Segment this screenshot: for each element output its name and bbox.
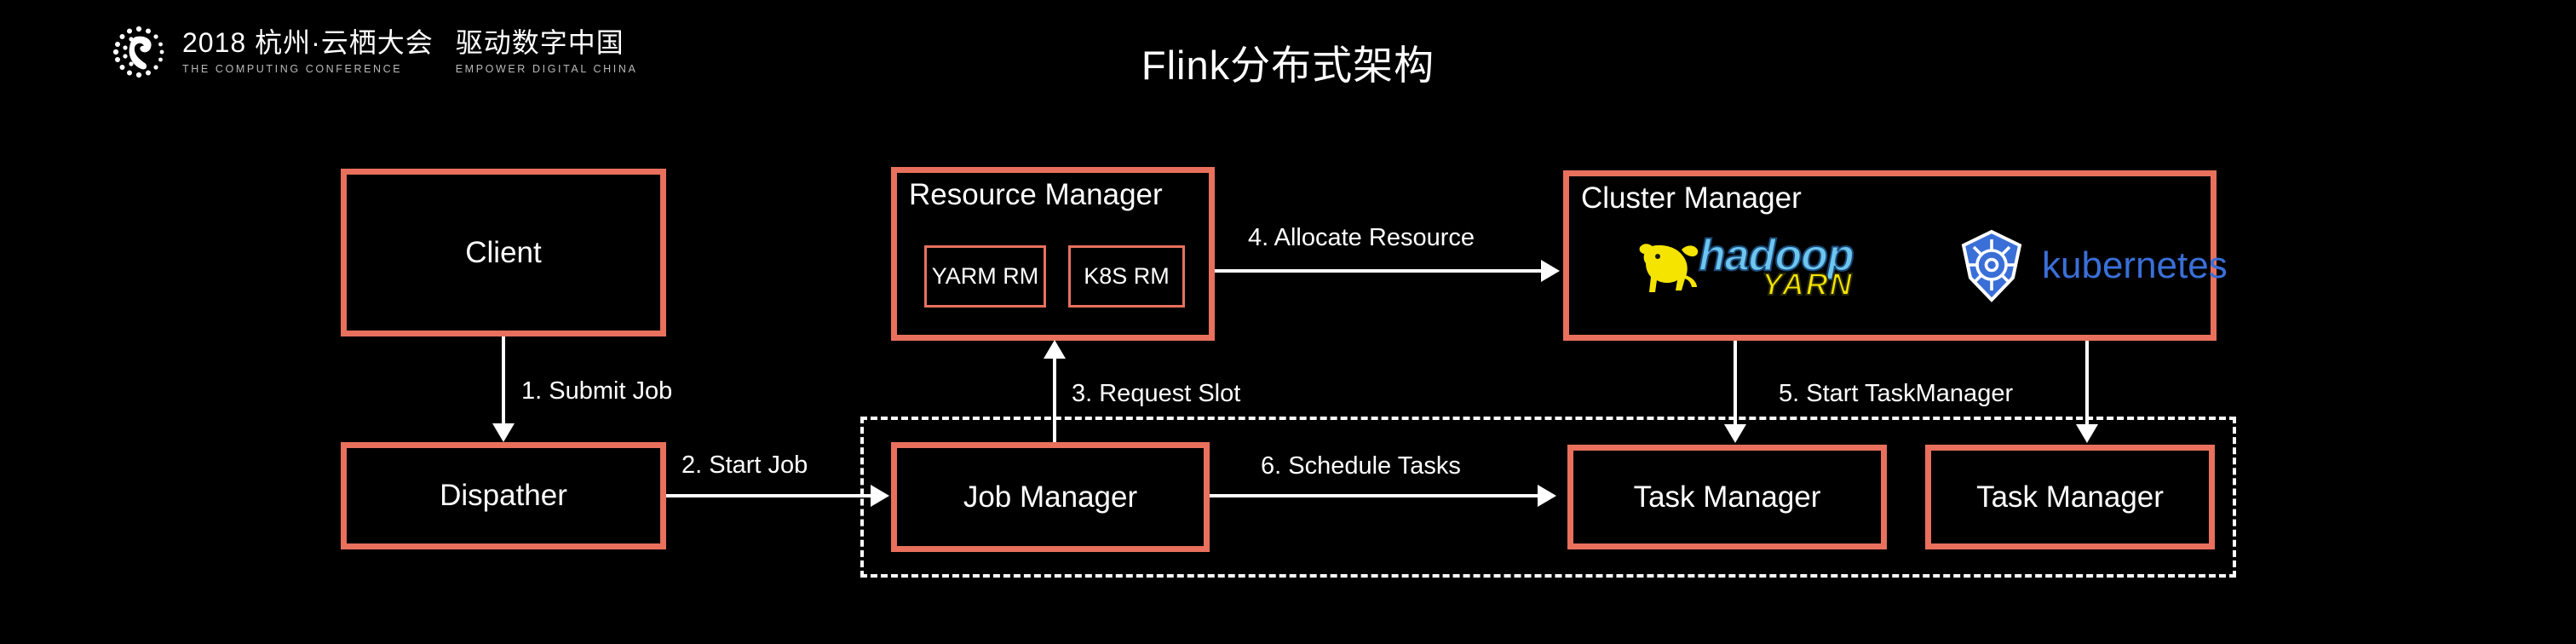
node-k8s-rm[interactable]: K8S RM bbox=[1068, 245, 1185, 308]
yunqi-logo-icon bbox=[111, 24, 167, 80]
edge-start-taskmanager-arrowhead-1 bbox=[1724, 424, 1746, 443]
edge-start-job-arrowhead bbox=[871, 485, 889, 507]
edge-label-schedule-tasks: 6. Schedule Tasks bbox=[1261, 452, 1461, 480]
edge-label-start-taskmanager: 5. Start TaskManager bbox=[1779, 380, 2014, 407]
kubernetes-wordmark: kubernetes bbox=[2042, 244, 2228, 286]
page-title: Flink分布式架构 bbox=[1141, 43, 1435, 88]
edge-request-slot-line bbox=[1053, 358, 1056, 442]
edge-start-taskmanager-line-1 bbox=[1734, 341, 1737, 426]
edge-schedule-tasks-line bbox=[1210, 494, 1539, 497]
node-client-label: Client bbox=[465, 235, 542, 269]
node-dispatcher-label: Dispather bbox=[440, 479, 567, 512]
node-cluster-manager-title: Cluster Manager bbox=[1581, 181, 1802, 215]
node-resource-manager-title: Resource Manager bbox=[909, 178, 1163, 211]
edge-label-allocate-resource: 4. Allocate Resource bbox=[1248, 224, 1475, 251]
yarn-wordmark: YARN bbox=[1761, 267, 1854, 302]
node-k8s-rm-label: K8S RM bbox=[1084, 263, 1170, 289]
edge-start-taskmanager-line-2 bbox=[2085, 341, 2089, 426]
node-cluster-manager[interactable]: Cluster Manager hadoop YARN bbox=[1563, 170, 2228, 341]
brand-line-2: 驱动数字中国 bbox=[455, 27, 624, 59]
node-task-manager-1-label: Task Manager bbox=[1633, 480, 1821, 514]
hadoop-wordmark: hadoop bbox=[1698, 231, 1855, 281]
edge-label-request-slot: 3. Request Slot bbox=[1072, 380, 1241, 407]
edge-allocate-resource-arrowhead bbox=[1541, 260, 1560, 282]
kubernetes-logo: kubernetes bbox=[1957, 229, 2228, 302]
node-dispatcher[interactable]: Dispather bbox=[341, 442, 666, 549]
node-task-manager-2-label: Task Manager bbox=[1976, 480, 2164, 514]
node-task-manager-1[interactable]: Task Manager bbox=[1567, 445, 1887, 549]
edge-request-slot-arrowhead bbox=[1044, 340, 1066, 359]
edge-label-submit-job: 1. Submit Job bbox=[521, 377, 673, 405]
edge-label-start-job: 2. Start Job bbox=[681, 451, 808, 479]
node-yarn-rm[interactable]: YARM RM bbox=[924, 245, 1046, 308]
conference-brand-bar: 2018 杭州·云栖大会 THE COMPUTING CONFERENCE 驱动… bbox=[111, 24, 637, 80]
kubernetes-helm-icon bbox=[1961, 229, 2022, 302]
brand-line-2-subtitle: EMPOWER DIGITAL CHINA bbox=[455, 63, 638, 76]
edge-submit-job-line bbox=[502, 336, 505, 425]
edge-start-taskmanager-arrowhead-2 bbox=[2076, 424, 2098, 443]
node-task-manager-2[interactable]: Task Manager bbox=[1925, 445, 2215, 549]
hadoop-yarn-logo: hadoop YARN bbox=[1629, 231, 1855, 302]
hadoop-elephant-icon bbox=[1639, 244, 1699, 292]
node-resource-manager[interactable]: Resource Manager YARM RM K8S RM bbox=[891, 167, 1215, 341]
brand-line-1-subtitle: THE COMPUTING CONFERENCE bbox=[182, 63, 403, 76]
edge-schedule-tasks-arrowhead bbox=[1538, 485, 1556, 507]
edge-submit-job-arrowhead bbox=[492, 423, 515, 442]
edge-start-job-line bbox=[666, 494, 872, 497]
brand-line-1: 2018 杭州·云栖大会 bbox=[182, 27, 434, 59]
node-job-manager[interactable]: Job Manager bbox=[891, 442, 1210, 552]
node-client[interactable]: Client bbox=[341, 169, 666, 336]
node-yarn-rm-label: YARM RM bbox=[931, 263, 1039, 289]
edge-allocate-resource-line bbox=[1215, 269, 1543, 273]
node-job-manager-label: Job Manager bbox=[963, 480, 1138, 514]
